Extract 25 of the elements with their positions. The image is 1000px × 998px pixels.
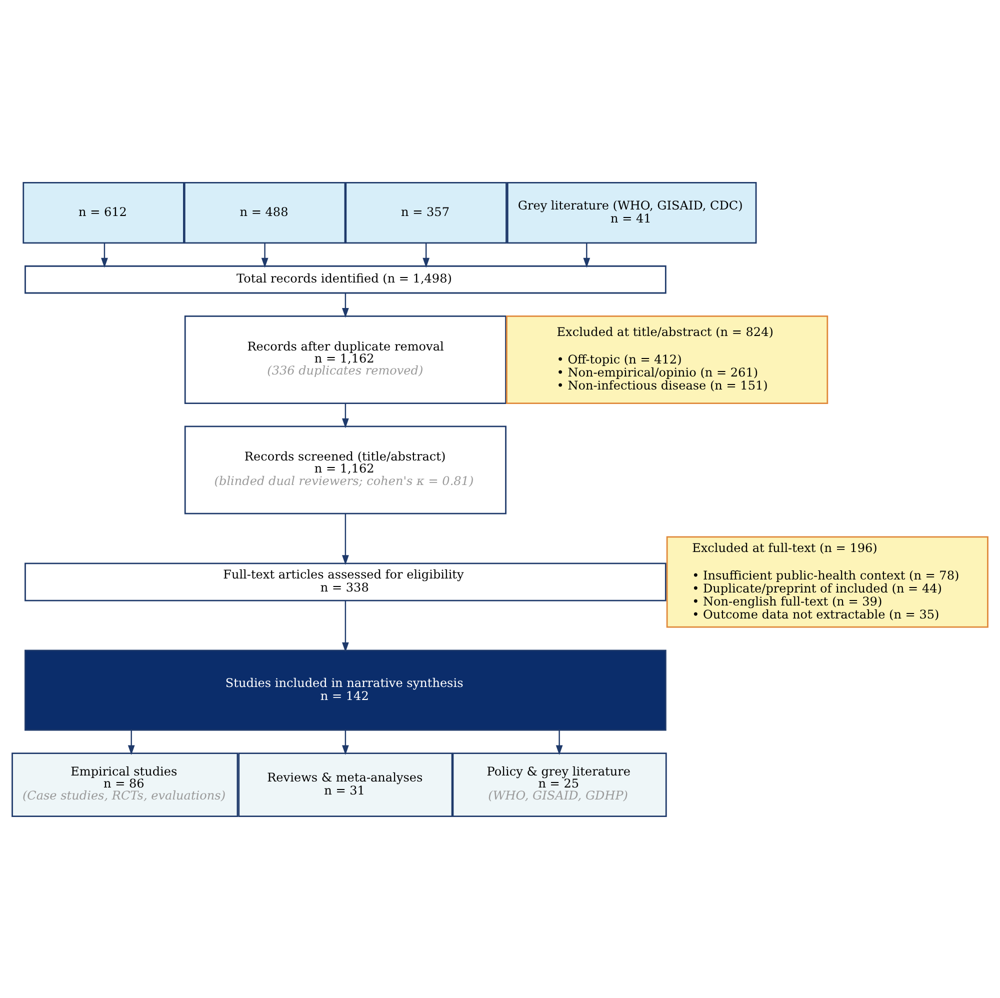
node-box: Studies included in narrative synthesis n = 142	[24, 649, 666, 730]
arrow	[342, 402, 349, 428]
arrow	[422, 242, 430, 268]
node-box: Total records identified (n = 1,498)	[24, 264, 666, 294]
node-box: Full-text articles assessed for eligibility n = 338	[24, 562, 666, 601]
arrow	[342, 513, 349, 565]
node-box: Grey literature (WHO, GISAID, CDC) n = 41	[506, 182, 757, 244]
arrow	[556, 730, 563, 755]
arrow	[342, 292, 349, 318]
node-box: n = 612	[22, 182, 184, 244]
arrow	[342, 600, 349, 652]
node-box: n = 357	[345, 182, 507, 244]
node-box: Reviews & meta-analyses n = 31	[238, 752, 453, 816]
node-box: Records screened (title/abstract) n = 1,162 (blinded dual reviewers; cohen's κ = 0.81)	[184, 425, 506, 514]
node-box: n = 488	[184, 182, 346, 244]
node-box: Policy & grey literature n = 25 (WHO, GISAID, GDHP)	[452, 752, 667, 816]
node-box: Excluded at title/abstract (n = 824) • Off-topic (n = 412) • Non-empirical/opinio (n = 261) • Non-infectious disease (n = 151)	[506, 314, 828, 404]
arrow	[342, 730, 349, 755]
arrow	[583, 242, 590, 268]
node-box: Excluded at full-text (n = 196) • Insufficient public-health context (n = 78) • Duplicate/preprint of included (n = 44) • Non-english full-text (n = 39) • Outcome data not extractable (n = 35)	[666, 536, 988, 628]
node-box: Empirical studies n = 86 (Case studies, RCTs, evaluations)	[12, 752, 238, 816]
arrow	[261, 242, 268, 268]
node-box: Records after duplicate removal n = 1,162 (336 duplicates removed)	[184, 314, 506, 404]
arrow	[128, 730, 135, 755]
arrow	[101, 242, 108, 268]
